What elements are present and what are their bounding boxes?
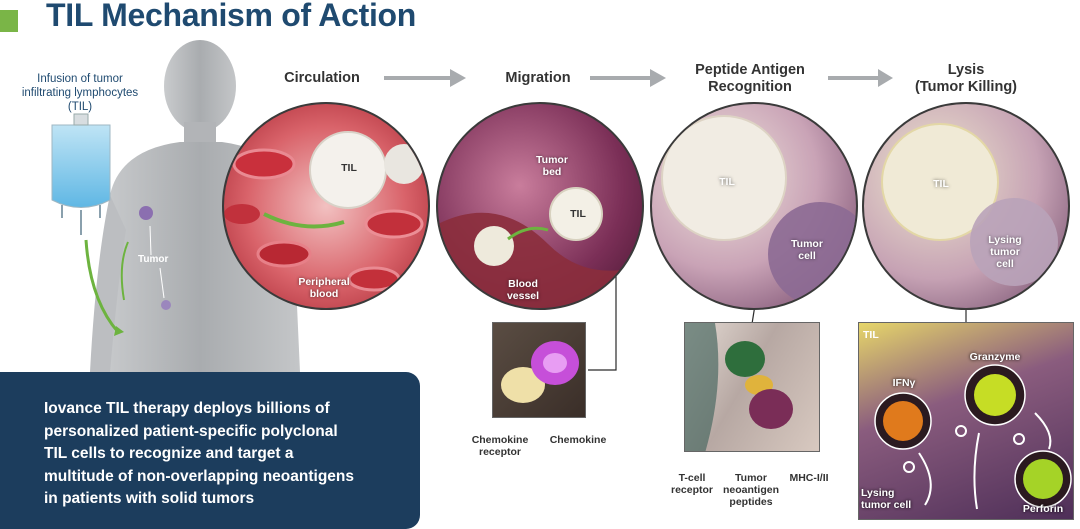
tumor-dot: [161, 300, 171, 310]
circulation-circle: TIL Peripheral blood: [222, 102, 430, 310]
neoantigen-label: Tumor neoantigen peptides: [718, 472, 784, 508]
tumor-bed-label: Tumor bed: [532, 154, 572, 178]
stage-lysis-line2: (Tumor Killing): [914, 79, 1018, 95]
peripheral-blood-label: Peripheral blood: [284, 276, 364, 300]
tumor-cell-line1: Tumor: [791, 238, 823, 250]
chemokine-receptor-label: Chemokine receptor: [462, 434, 538, 458]
callout-line2: personalized patient-specific polyclonal: [44, 422, 338, 440]
page-title: TIL Mechanism of Action: [46, 0, 417, 33]
blood-vessel-label: Blood vessel: [498, 278, 548, 302]
inset-lysing-line2: tumor cell: [861, 499, 912, 511]
tumor-cell-line2: cell: [798, 250, 816, 262]
stage-lysis-line1: Lysis: [947, 62, 985, 78]
recognition-til-label: TIL: [719, 176, 735, 188]
tcell-receptor-line1: T-cell: [678, 472, 706, 484]
infusion-arrow: [84, 239, 120, 333]
lysis-til-label: TIL: [933, 178, 949, 190]
callout-box: [0, 372, 420, 529]
mhc-inset: [684, 322, 820, 452]
callout-text: Iovance TIL therapy deploys billions of …: [44, 398, 404, 511]
stage-migration: Migration: [505, 70, 571, 86]
tumor-bed-line2: bed: [542, 166, 562, 178]
inset-lysing-tumor-cell-label: Lysing tumor cell: [861, 487, 925, 511]
stage-arrows: [384, 69, 893, 87]
neoantigen-line2: neoantigen: [722, 484, 779, 496]
tumor-label: Tumor: [138, 254, 169, 265]
perforin-label: Perforin: [1022, 503, 1064, 515]
inset-til-label: TIL: [863, 329, 879, 341]
return-arrow: [120, 241, 129, 301]
chemokine-label: Chemokine: [549, 434, 607, 446]
mhc-label: MHC-I/II: [789, 472, 829, 484]
migration-til-label: TIL: [570, 208, 586, 220]
ifn-gamma-label: IFNγ: [892, 377, 916, 389]
tumor-dot: [139, 206, 153, 220]
title-accent-bar: [0, 10, 18, 32]
lysis-circle: TIL Lysing tumor cell: [862, 102, 1070, 310]
stage-circulation: Circulation: [284, 70, 360, 86]
chemokine-receptor-line2: receptor: [478, 446, 521, 458]
callout-line3: TIL cells to recognize and target a: [44, 445, 294, 462]
lysing-line3: cell: [996, 258, 1014, 270]
tumor-bed-line1: Tumor: [536, 154, 568, 166]
granzyme-label: Granzyme: [969, 351, 1021, 363]
neoantigen-line1: Tumor: [735, 472, 767, 484]
callout-line4: multitude of non-overlapping neoantigens: [44, 467, 354, 485]
neoantigen-line3: peptides: [729, 496, 773, 508]
iv-bag: [51, 113, 111, 235]
blood-vessel-line2: vessel: [506, 290, 540, 302]
migration-circle: Tumor bed TIL Blood vessel: [436, 102, 644, 310]
stage-peptide-line2: Recognition: [708, 79, 792, 95]
recognition-circle: TIL Tumor cell: [650, 102, 858, 310]
stage-peptide-line1: Peptide Antigen: [695, 62, 805, 78]
stage-lysis: Lysis (Tumor Killing): [896, 62, 1036, 96]
tcell-receptor-label: T-cell receptor: [662, 472, 722, 496]
infusion-label: Infusion of tumor infiltrating lymphocyt…: [21, 73, 139, 113]
chemokine-receptor-line1: Chemokine: [471, 434, 529, 446]
lysing-tumor-cell-label: Lysing tumor cell: [980, 234, 1030, 270]
lysis-inset: TIL Granzyme IFNγ Perforin Lysing tumor …: [858, 322, 1074, 520]
lysing-line2: tumor: [990, 246, 1020, 258]
peripheral-blood-line1: Peripheral: [298, 276, 350, 288]
peripheral-blood-line2: blood: [309, 288, 339, 300]
tcell-receptor-line2: receptor: [670, 484, 713, 496]
callout-line5: in patients with solid tumors: [44, 490, 255, 507]
stage-peptide-recognition: Peptide Antigen Recognition: [680, 62, 820, 96]
callout-line1: Iovance TIL therapy deploys billions of: [44, 400, 330, 417]
circulation-til-label: TIL: [341, 162, 357, 174]
lysing-line1: Lysing: [988, 234, 1022, 246]
chemokine-inset: [492, 322, 586, 418]
tumor-cell-label: Tumor cell: [782, 238, 832, 262]
blood-vessel-line1: Blood: [508, 278, 538, 290]
inset-lysing-line1: Lysing: [861, 487, 895, 499]
